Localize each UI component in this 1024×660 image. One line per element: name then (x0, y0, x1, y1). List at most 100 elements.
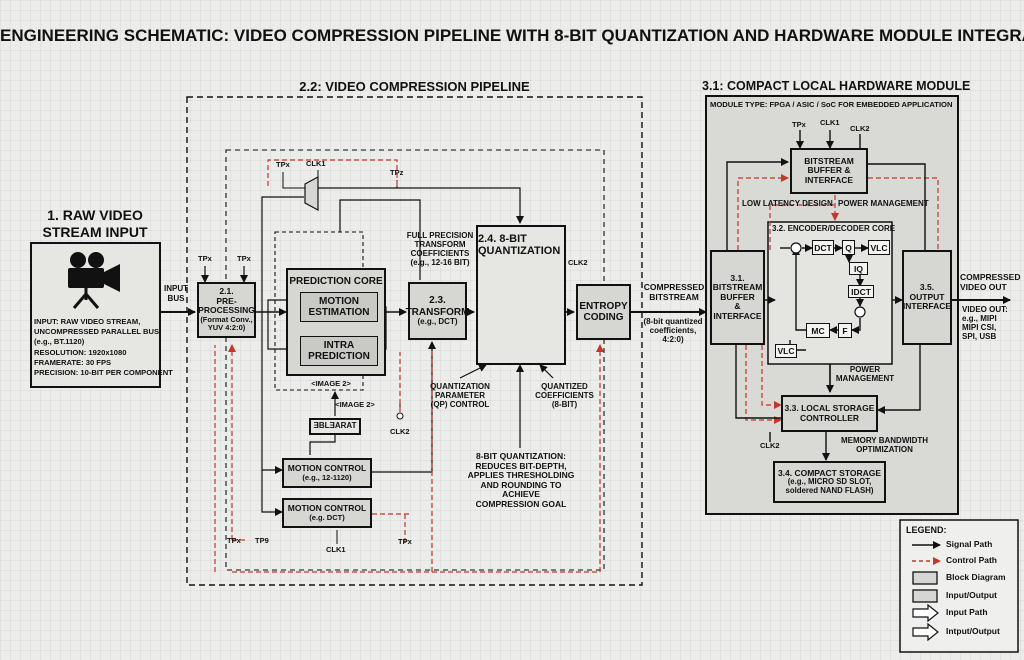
qp-control-line: PARAMETER (434, 390, 486, 400)
preprocessing-block: 2.1. PRE- PROCESSING (Format Conv., YUV … (197, 282, 256, 338)
tpx-label: TPx (198, 254, 212, 263)
bitstream-buffer-top-line: BUFFER & (807, 165, 851, 176)
clk1-label: CLK1 (820, 118, 840, 127)
prediction-core-label: PREDICTION CORE (289, 276, 383, 287)
full-precision-line: (e.g., 12-16 BIT) (410, 257, 470, 267)
tp9-label: TP9 (255, 536, 269, 545)
pipeline-frame (186, 96, 643, 586)
legend-item-block-diagram: Block Diagram (946, 572, 1006, 582)
iq-block: IQ (849, 262, 868, 275)
clk2-label: CLK2 (568, 258, 588, 267)
legend-item-signal-path: Signal Path (946, 539, 993, 549)
preprocessing-line: YUV 4:2:0) (207, 323, 246, 333)
bitstream-detail-line: 4:2:0) (662, 334, 684, 344)
mux-symbol (304, 175, 319, 212)
q-block: Q (842, 240, 855, 255)
mc-block: MC (806, 323, 830, 338)
legend-title: LEGEND: (906, 525, 947, 535)
image2-label-b: <IMAGE 2> (335, 400, 375, 409)
low-latency-label: LOW LATENCY DESIGN (742, 199, 833, 208)
bitstream-detail-line: (8-bit quantized (643, 317, 703, 326)
entropy-coding-block: ENTROPY CODING (576, 284, 631, 340)
pipeline-title: 2.2: VIDEO COMPRESSION PIPELINE (299, 79, 530, 94)
input-desc-1: UNCOMPRESSED PARALLEL BUS (34, 327, 160, 336)
storage-controller-line: 3.3. LOCAL STORAGE (784, 402, 875, 413)
motion-estimation-line: MOTION (319, 295, 359, 307)
compressed-out-line: COMPRESSED (960, 272, 1021, 282)
bitstream-buffer-top-line: BITSTREAM (804, 155, 854, 166)
transform-line: TRANSFORM (405, 306, 470, 318)
motion-control-2-line: (e.g. DCT) (309, 512, 345, 522)
bitstream-buffer-left-block: 3.1. BITSTREAM BUFFER & INTERFACE (710, 250, 765, 345)
transform-line: 2.3. (429, 295, 446, 307)
quantized-coeff-line: QUANTIZED (541, 382, 588, 391)
clk2-label: CLK2 (760, 441, 780, 450)
preprocessing-line: PROCESSING (198, 305, 255, 316)
clk1-label: CLK1 (306, 159, 326, 168)
entropy-line: ENTROPY (579, 300, 628, 312)
compressed-bitstream-label: COMPRESSED BITSTREAM (638, 282, 710, 302)
compressed-out-line: VIDEO OUT (960, 281, 1007, 292)
input-desc-4: FRAMERATE: 30 FPS (34, 358, 112, 367)
quantization-note: 8-BIT QUANTIZATION: REDUCES BIT-DEPTH, A… (465, 451, 577, 509)
compact-storage-line: 3.4. COMPACT STORAGE (777, 467, 882, 478)
preprocessing-line: (Format Conv., (200, 314, 253, 324)
buffer-left-line: & (734, 301, 741, 312)
legend-item-control-path: Control Path (946, 555, 997, 565)
intra-prediction-block: INTRA PREDICTION (300, 336, 378, 366)
buffer-left-line: INTERFACE (713, 310, 762, 321)
tpz-label: TPz (390, 168, 404, 177)
input-desc-0: INPUT: RAW VIDEO STREAM, (34, 317, 141, 326)
legend-item-intput-output: Intput/Output (946, 626, 1000, 636)
summing-node-right (854, 306, 866, 318)
power-mgmt-bottom-line: MANAGEMENT (835, 373, 895, 383)
f-block: F (838, 323, 852, 338)
input-desc-5: PRECISION: 10-BIT PER COMPONENT (34, 368, 173, 377)
summing-node-left (790, 242, 802, 254)
compact-storage-line: (e.g., MICRO SD SLOT, (787, 477, 872, 487)
quant-note-line: ACHIEVE (502, 489, 540, 500)
clk2-label: CLK2 (850, 124, 870, 133)
output-interface-line: OUTPUT (909, 291, 945, 302)
intra-prediction-line: INTRA (323, 339, 355, 351)
power-mgmt-bottom-line: POWER (849, 365, 881, 374)
legend-frame (899, 519, 1019, 653)
quant-note-line: 8-BIT QUANTIZATION: (475, 451, 567, 461)
bitstream-buffer-top-block: BITSTREAM BUFFER & INTERFACE (790, 148, 868, 194)
video-camera-icon (68, 252, 120, 309)
quantization-title-line: 2.4. 8-BIT (478, 233, 527, 245)
motion-estimation-block: MOTION ESTIMATION (300, 292, 378, 322)
image2-label-a: <IMAGE 2> (311, 379, 351, 388)
motion-control-1-line: MOTION CONTROL (287, 463, 367, 474)
storage-controller-line: CONTROLLER (799, 412, 860, 423)
idct-block: IDCT (848, 285, 874, 298)
motion-control-block-2: MOTION CONTROL (e.g. DCT) (282, 498, 372, 528)
buffer-block-mirrored: ƎBLƎARAT (309, 418, 361, 435)
full-precision-line: COEFFICIENTS (410, 248, 470, 258)
compact-storage-line: soldered NAND FLASH) (785, 485, 874, 495)
output-interface-line: 3.5. (919, 282, 935, 293)
input-desc-3: RESOLUTION: 1920x1080 (34, 348, 127, 357)
tpx-label: TPx (276, 160, 290, 169)
qp-control-line: QUANTIZATION (430, 382, 490, 391)
preprocessing-line: PRE- (216, 295, 237, 306)
quantized-coeff-line: COEFFICIENTS (535, 390, 594, 400)
motion-control-2-line: MOTION CONTROL (287, 503, 367, 514)
vlc-block-top: VLC (868, 240, 890, 255)
clk1-label: CLK1 (326, 545, 346, 554)
input-bus-label-1: INPUT (164, 284, 188, 293)
legend-item-input-output: Input/Output (946, 590, 997, 600)
quantized-coeff-line: (8-BIT) (551, 399, 578, 409)
compressed-bitstream-line: BITSTREAM (649, 291, 699, 302)
quantization-block: 2.4. 8-BIT QUANTIZATION (476, 225, 566, 365)
bitstream-buffer-top-line: INTERFACE (804, 174, 854, 185)
quant-note-line: COMPRESSION GOAL (475, 498, 567, 509)
clk2-label: CLK2 (390, 427, 410, 436)
quantization-title-line: QUANTIZATION (478, 245, 561, 258)
quant-note-line: REDUCES BIT-DEPTH, (475, 460, 567, 471)
output-interface-block: 3.5. OUTPUT INTERFACE (902, 250, 952, 345)
storage-controller-block: 3.3. LOCAL STORAGE CONTROLLER (781, 395, 878, 432)
input-desc-2: (e.g., BT.1120) (34, 337, 85, 346)
compact-storage-block: 3.4. COMPACT STORAGE (e.g., MICRO SD SLO… (773, 461, 886, 503)
transform-line: (e.g., DCT) (417, 316, 458, 326)
